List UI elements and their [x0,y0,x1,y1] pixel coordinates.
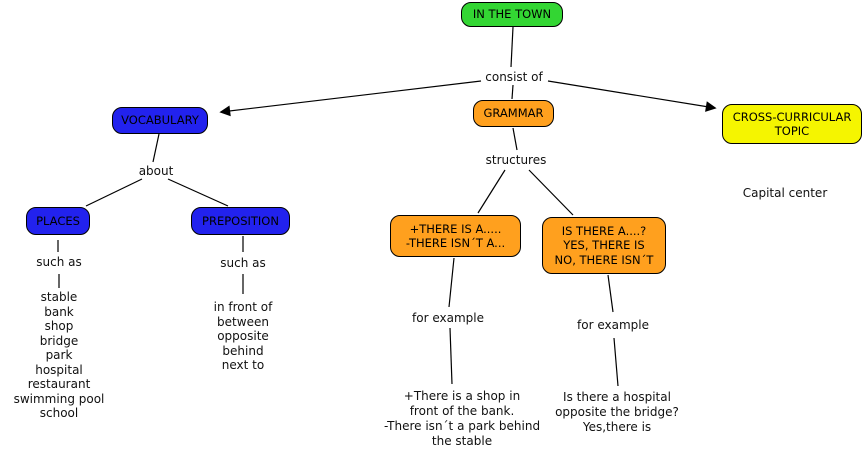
question-example-line: Is there a hospital [563,390,671,404]
edge-affirmative-forexample [448,257,455,308]
node-grammar-label: GRAMMAR [483,106,544,121]
node-cross-curricular-topic-label: CROSS-CURRICULAR TOPIC [732,109,852,138]
place-item: school [39,406,79,420]
edge-structures-question [528,169,574,216]
node-in-the-town[interactable]: IN THE TOWN [461,2,563,27]
edge-structures-affirmative [477,169,506,214]
node-in-the-town-label: IN THE TOWN [472,7,552,22]
node-grammar[interactable]: GRAMMAR [473,100,554,127]
affirmative-example-line: -There isn´t a park behind [383,419,541,433]
node-places[interactable]: PLACES [26,207,90,235]
node-preposition-list[interactable]: in front of between opposite behind next… [189,300,297,373]
node-vocabulary[interactable]: VOCABULARY [112,107,208,134]
preposition-item: between [217,314,269,329]
link-such-as-places[interactable]: such as [36,255,82,269]
place-item: restaurant [27,377,91,391]
preposition-item: next to [221,358,265,372]
link-consist-of[interactable]: consist of [485,70,543,84]
node-vocabulary-label: VOCABULARY [121,113,199,128]
node-preposition-label: PREPOSITION [202,213,279,228]
place-item: stable [40,290,78,304]
edge-grammar-structures [512,127,518,151]
node-question-example[interactable]: Is there a hospital opposite the bridge?… [532,390,702,435]
edge-forexample-affexample [449,327,453,385]
node-is-there-a-line2: YES, THERE IS [563,238,645,253]
edge-about-preposition [167,178,229,207]
node-places-label: PLACES [36,213,80,228]
node-preposition[interactable]: PREPOSITION [191,207,290,235]
preposition-item: in front of [213,300,273,314]
edge-consistof-grammar [511,84,514,100]
place-item: bank [44,304,74,319]
question-example-line: Yes,there is [582,420,652,434]
place-item: swimming pool [13,391,105,406]
link-such-as-preposition[interactable]: such as [220,256,266,270]
affirmative-example-line: the stable [431,434,493,448]
affirmative-example-line: +There is a shop in [403,389,521,403]
node-is-there-a-line1: IS THERE A....? [561,224,647,239]
link-about[interactable]: about [138,164,174,178]
question-example-line: opposite the bridge? [555,405,679,419]
edge-question-forexample [607,274,614,313]
edge-consistof-vocabulary [219,80,482,117]
link-for-example-affirmative[interactable]: for example [412,311,484,325]
node-is-there-a[interactable]: IS THERE A....? YES, THERE IS NO, THERE … [542,217,666,274]
node-affirmative-example[interactable]: +There is a shop in front of the bank. -… [377,389,547,449]
node-capital-center[interactable]: Capital center [742,186,828,200]
preposition-item: opposite [217,329,269,343]
place-item: bridge [39,333,79,348]
affirmative-example-line: front of the bank. [409,404,515,418]
edge-about-places [85,178,143,207]
edge-forexample-qexample [613,337,619,387]
node-there-is-a-line2: -THERE ISN´T A... [405,236,506,250]
edge-vocabulary-about [152,133,160,163]
node-places-list[interactable]: stable bank shop bridge park hospital re… [5,290,113,421]
link-structures[interactable]: structures [485,153,547,167]
node-is-there-a-line3: NO, THERE ISN´T [554,252,654,267]
link-for-example-question[interactable]: for example [577,318,649,332]
edge-consistof-crosscurricular [547,80,717,112]
node-cross-curricular-topic[interactable]: CROSS-CURRICULAR TOPIC [722,104,862,144]
node-there-is-a[interactable]: +THERE IS A..... -THERE ISN´T A... [390,215,521,257]
place-item: shop [44,319,74,333]
node-there-is-a-line1: +THERE IS A..... [409,221,502,236]
edge-root-consistof [510,26,514,68]
preposition-item: behind [222,343,264,358]
place-item: hospital [35,362,83,377]
place-item: park [45,348,73,362]
